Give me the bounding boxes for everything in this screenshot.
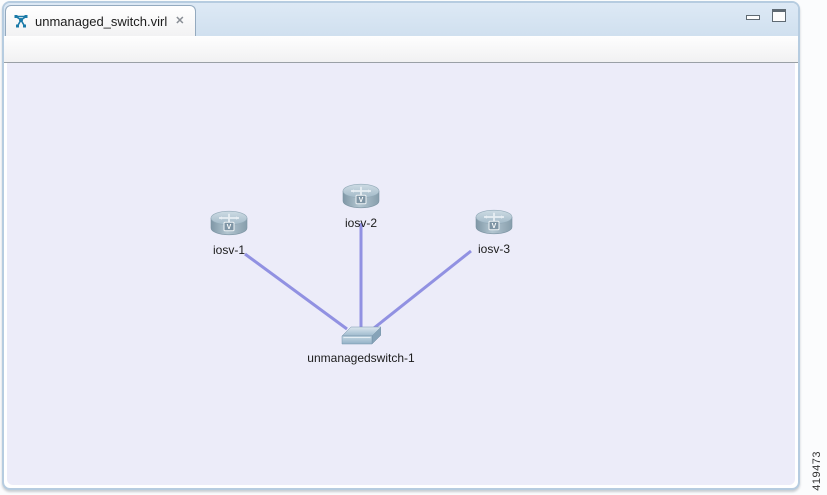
router-icon: V [342, 183, 380, 209]
editor-toolbar [4, 36, 798, 63]
node-iosv-1[interactable]: V iosv-1 [169, 210, 289, 257]
node-label: iosv-3 [477, 242, 510, 256]
virl-topology-file-icon [13, 13, 29, 29]
link-iosv1-switch[interactable] [244, 252, 348, 331]
router-icon: V [475, 209, 513, 235]
minimize-icon[interactable] [746, 12, 760, 20]
tab-title: unmanaged_switch.virl [35, 13, 168, 29]
node-label: iosv-1 [212, 243, 245, 257]
topology-canvas[interactable]: V iosv-1 V iosv-2 V [7, 63, 795, 485]
editor-window: unmanaged_switch.virl ✕ V iosv-1 [2, 1, 800, 490]
view-window-controls [746, 9, 786, 22]
close-tab-icon[interactable]: ✕ [175, 14, 185, 27]
topology-links [244, 223, 472, 331]
router-icon: V [210, 210, 248, 236]
figure-number: 419473 [811, 451, 823, 491]
tab-unmanaged-switch-virl[interactable]: unmanaged_switch.virl ✕ [5, 5, 197, 36]
maximize-icon[interactable] [772, 9, 786, 22]
svg-text:V: V [227, 224, 232, 231]
node-iosv-2[interactable]: V iosv-2 [301, 183, 421, 230]
node-label: iosv-2 [344, 216, 377, 230]
node-label: unmanagedswitch-1 [307, 351, 415, 365]
switch-icon [341, 326, 381, 345]
node-unmanagedswitch-1[interactable]: unmanagedswitch-1 [301, 325, 421, 365]
node-iosv-3[interactable]: V iosv-3 [434, 209, 554, 256]
link-iosv3-switch[interactable] [373, 249, 472, 330]
svg-text:V: V [492, 223, 497, 230]
editor-tab-bar: unmanaged_switch.virl ✕ [4, 3, 798, 36]
svg-text:V: V [359, 197, 364, 204]
